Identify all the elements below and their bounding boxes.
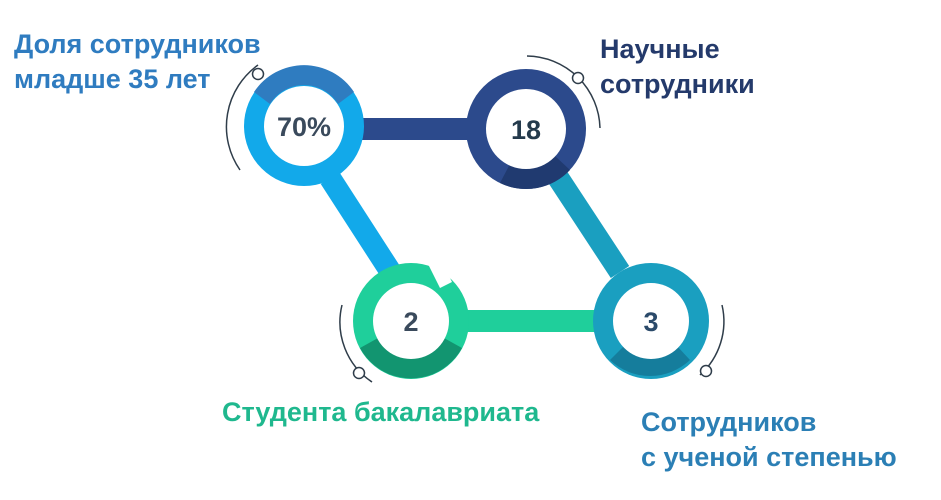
node-degree-arc-dot: [699, 364, 713, 378]
connector-young-students: [320, 172, 402, 280]
node-young-ring-shade: [254, 65, 354, 104]
connector-scientific-degree: [543, 163, 630, 279]
node-scientific: 18: [466, 55, 601, 190]
node-students: 2: [339, 258, 469, 383]
label-scientific-line-2: сотрудники: [600, 69, 755, 99]
label-degree-line-1: Сотрудников: [641, 407, 817, 437]
label-degree: Сотрудников с ученой степенью: [641, 405, 897, 475]
node-young-arc: [225, 64, 259, 171]
label-scientific: Научные сотрудники: [600, 32, 755, 102]
node-degree-value: 3: [643, 307, 658, 337]
node-young: 70%: [225, 64, 364, 186]
node-students-arc-dot: [352, 366, 366, 380]
label-students-line-1: Студента бакалавриата: [222, 397, 540, 427]
node-scientific-center: [486, 89, 566, 169]
node-scientific-arc-dot: [571, 71, 585, 85]
node-scientific-ring-shade: [500, 156, 570, 190]
node-degree: 3: [593, 263, 725, 379]
node-young-value: 70%: [277, 112, 331, 142]
node-students-center: [373, 283, 449, 359]
label-degree-line-2: с ученой степенью: [641, 442, 897, 472]
node-degree-center: [613, 283, 689, 359]
label-students: Студента бакалавриата: [222, 395, 539, 430]
label-young: Доля сотрудников младше 35 лет: [14, 27, 261, 97]
node-students-ring-gap: [428, 258, 452, 288]
label-scientific-line-1: Научные: [600, 34, 720, 64]
node-young-arc-dot: [251, 67, 265, 81]
node-scientific-value: 18: [511, 115, 541, 145]
node-young-center: [264, 86, 344, 166]
label-young-line-1: Доля сотрудников: [14, 29, 261, 59]
label-young-line-2: младше 35 лет: [14, 64, 211, 94]
node-students-value: 2: [403, 307, 418, 337]
